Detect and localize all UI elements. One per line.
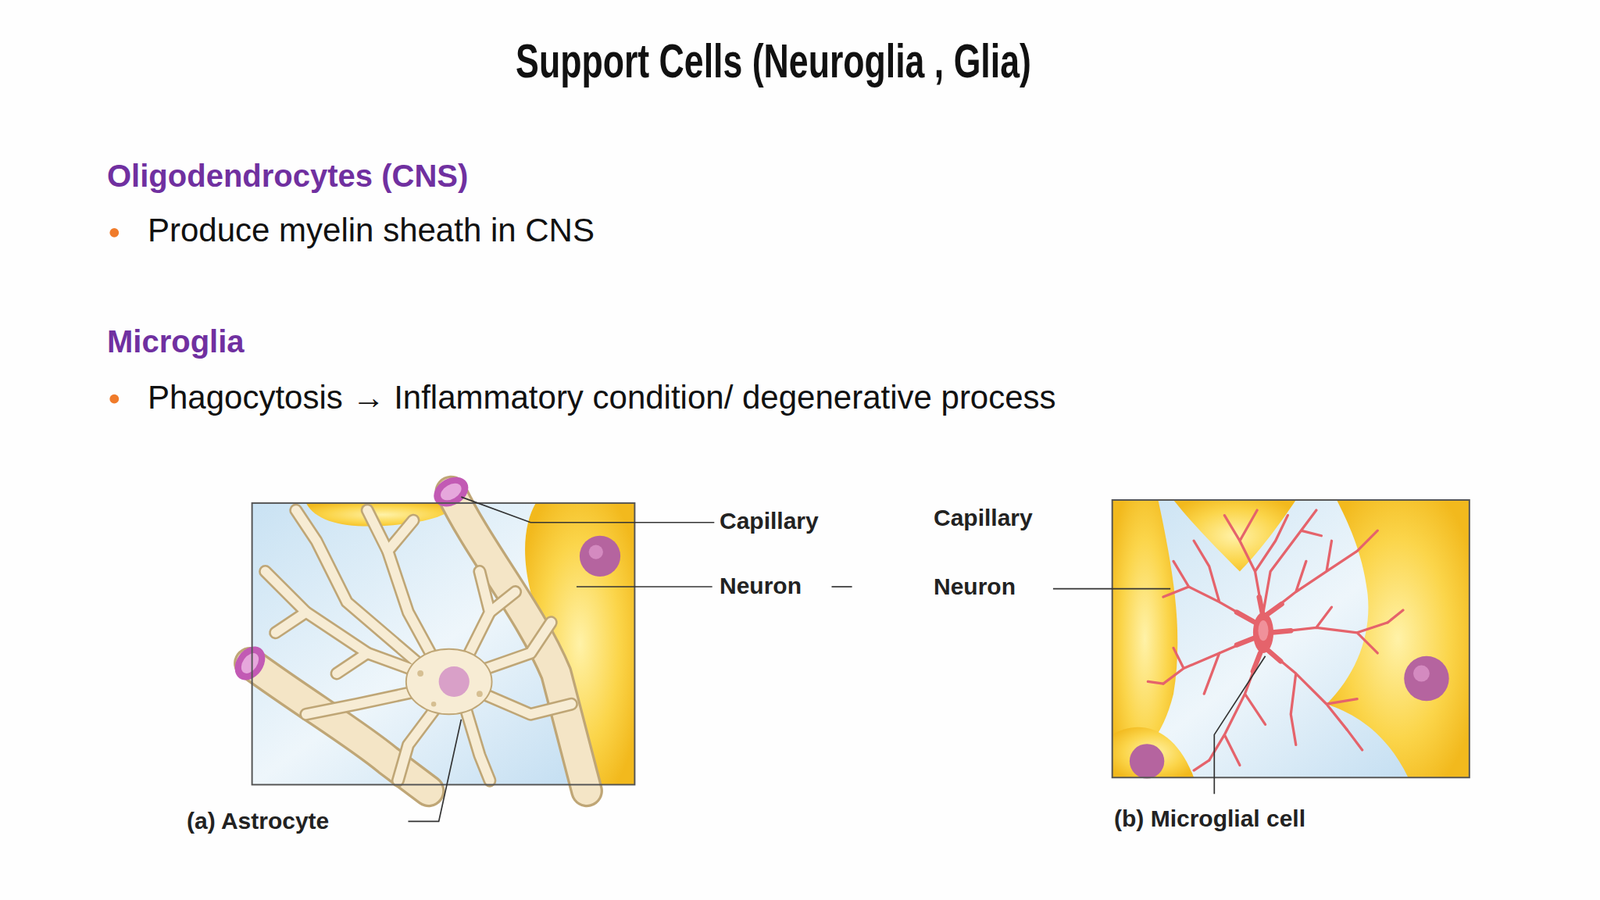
microglia-panel xyxy=(1112,500,1470,779)
leader-lines xyxy=(576,585,713,588)
microglia-panel xyxy=(1257,620,1268,641)
astrocyte-panel xyxy=(228,640,272,686)
bullet-dots xyxy=(109,228,119,404)
astrocyte-panel xyxy=(437,479,465,504)
microglia-panel xyxy=(1163,540,1256,622)
leader-lines xyxy=(407,719,461,822)
microglia-panel xyxy=(1112,500,1470,778)
astrocyte-panel xyxy=(431,701,437,708)
microglia-panel xyxy=(1147,510,1404,771)
microglia-panel xyxy=(1403,656,1449,701)
part-label: Capillary xyxy=(719,507,819,536)
astrocyte-panel xyxy=(450,492,587,792)
figure-caption: (a) Astrocyte xyxy=(186,807,329,836)
astrocyte-panel xyxy=(439,666,470,697)
section-heading: Microglia xyxy=(107,322,245,361)
astrocyte-panel xyxy=(250,492,587,792)
bullet-dots xyxy=(109,228,119,238)
astrocyte-panel xyxy=(464,703,490,781)
astrocyte-panel xyxy=(406,649,493,715)
microglia-panel xyxy=(1236,596,1291,672)
astrocyte-panel xyxy=(387,520,414,551)
astrocyte-panel xyxy=(265,510,572,781)
astrocyte-panel xyxy=(397,703,439,781)
slide-title: Support Cells (Neuroglia , Glia) xyxy=(515,32,1032,90)
astrocyte-panel xyxy=(336,653,368,674)
astrocyte-panel xyxy=(228,471,636,791)
astrocyte-panel xyxy=(306,503,460,527)
bullet-text: Phagocytosis → Inflammatory condition/ d… xyxy=(147,378,1057,418)
astrocyte-panel xyxy=(579,535,621,577)
astrocyte-panel xyxy=(275,612,307,633)
microglia-panel xyxy=(1224,510,1288,618)
astrocyte-panel xyxy=(296,510,419,664)
astrocyte-panel xyxy=(387,520,414,551)
microglia-panel xyxy=(1129,743,1165,779)
leader-lines xyxy=(831,585,852,588)
astrocyte-panel xyxy=(450,492,587,792)
astrocyte-panel xyxy=(252,503,636,785)
microglia-panel xyxy=(1263,510,1322,613)
microglia-panel xyxy=(1112,500,1470,778)
astrocyte-panel xyxy=(476,690,483,697)
astrocyte-panel xyxy=(428,471,474,513)
microglia-panel xyxy=(1236,596,1291,672)
bullet-text: Produce myelin sheath in CNS xyxy=(147,210,595,250)
microglia-panel xyxy=(1326,500,1470,778)
part-label: Neuron xyxy=(933,572,1016,601)
leader-lines xyxy=(460,496,715,523)
part-label: Capillary xyxy=(933,503,1033,533)
leader-lines xyxy=(1214,656,1265,794)
microglia-panel xyxy=(1163,637,1256,694)
astrocyte-panel xyxy=(417,670,424,677)
astrocyte-panel xyxy=(464,703,490,781)
astrocyte-panel xyxy=(589,544,604,559)
leader-lines xyxy=(407,496,1265,822)
microglia-panel xyxy=(1413,665,1430,683)
astrocyte-panel xyxy=(265,571,429,675)
astrocyte-panel xyxy=(489,592,516,613)
astrocyte-panel xyxy=(336,653,368,674)
part-label: Neuron xyxy=(719,571,802,600)
bullet-dots xyxy=(109,394,119,404)
microglia-panel xyxy=(1253,612,1274,654)
leader-lines xyxy=(1053,588,1171,590)
astrocyte-panel xyxy=(275,612,307,633)
astrocyte-panel xyxy=(237,650,262,677)
astrocyte-panel xyxy=(265,510,572,781)
astrocyte-panel xyxy=(489,592,516,613)
astrocyte-panel xyxy=(397,703,439,781)
section-heading: Oligodendrocytes (CNS) xyxy=(107,157,468,195)
figure-caption: (b) Microglial cell xyxy=(1114,804,1306,833)
